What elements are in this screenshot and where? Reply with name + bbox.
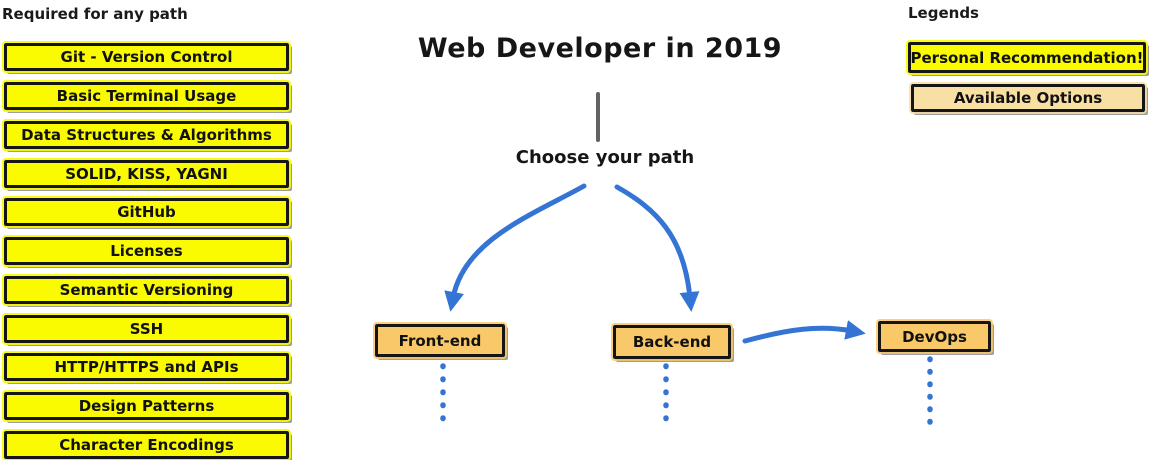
required-item-terminal: Basic Terminal Usage bbox=[2, 80, 291, 112]
required-item-semver: Semantic Versioning bbox=[2, 274, 291, 306]
legends-heading: Legends bbox=[908, 4, 979, 22]
required-item-github: GitHub bbox=[2, 196, 291, 228]
required-item-ssh: SSH bbox=[2, 313, 291, 345]
required-item-patterns: Design Patterns bbox=[2, 390, 291, 422]
arrow-to-backend-icon bbox=[614, 184, 700, 312]
required-item-licenses: Licenses bbox=[2, 235, 291, 267]
stem-line bbox=[596, 92, 600, 142]
required-item-encodings: Character Encodings bbox=[2, 429, 291, 460]
required-heading: Required for any path bbox=[2, 5, 188, 23]
legend-personal-recommendation: Personal Recommendation! bbox=[906, 40, 1148, 75]
required-item-dsa: Data Structures & Algorithms bbox=[2, 119, 291, 151]
choose-your-path-label: Choose your path bbox=[515, 147, 695, 168]
required-item-solid: SOLID, KISS, YAGNI bbox=[2, 158, 291, 190]
legend-available-options: Available Options bbox=[909, 82, 1147, 114]
page-title: Web Developer in 2019 bbox=[417, 33, 783, 64]
devops-node: DevOps bbox=[876, 319, 993, 354]
frontend-node: Front-end bbox=[373, 322, 507, 359]
arrow-backend-to-devops-icon bbox=[742, 320, 866, 344]
required-item-http: HTTP/HTTPS and APIs bbox=[2, 351, 291, 383]
backend-node: Back-end bbox=[611, 323, 733, 361]
arrow-to-frontend-icon bbox=[444, 183, 587, 312]
required-item-git: Git - Version Control bbox=[2, 41, 291, 73]
